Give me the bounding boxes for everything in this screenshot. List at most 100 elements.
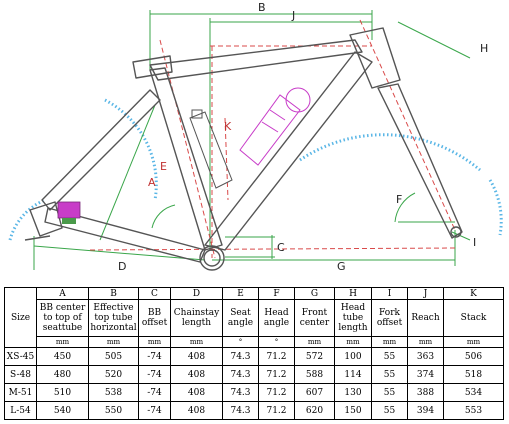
value-cell-D: 408	[170, 347, 223, 366]
value-cell-K: 553	[443, 401, 504, 420]
bottle-gray	[189, 109, 233, 189]
wheel-arcs	[8, 98, 503, 241]
label-J: J	[291, 9, 295, 22]
column-header-line: angle	[263, 318, 290, 328]
bottle-gray-cap	[191, 109, 203, 119]
value-cell-E: 74.3	[222, 365, 259, 384]
column-letter-J: J	[407, 287, 444, 300]
value-cell-I: 55	[371, 383, 408, 402]
value-cell-G: 607	[294, 383, 335, 402]
value-cell-H: 130	[334, 383, 372, 402]
bb-shell-inner	[203, 249, 221, 267]
value-cell-K: 518	[443, 365, 504, 384]
dim-D-line	[33, 245, 206, 261]
value-cell-G: 620	[294, 401, 335, 420]
rear-axle	[24, 235, 51, 241]
value-cell-E: 74.3	[222, 347, 259, 366]
bb-shell	[199, 245, 225, 271]
dim-H-line	[397, 21, 471, 59]
column-header-line: length	[181, 318, 212, 328]
dim-K-inner	[224, 117, 229, 201]
value-cell-I: 55	[371, 347, 408, 366]
column-header-line: length	[338, 323, 368, 333]
column-header-line: to top of	[43, 313, 82, 323]
column-letter-I: I	[371, 287, 408, 300]
value-cell-C: -74	[138, 365, 171, 384]
dimension-labels: B J K A E F H I D C G	[118, 1, 488, 273]
column-header-line: Front	[301, 308, 328, 318]
value-cell-K: 506	[443, 347, 504, 366]
value-cell-C: -74	[138, 383, 171, 402]
label-F: F	[396, 193, 402, 206]
column-header-line: center	[299, 318, 330, 328]
column-unit-B: mm	[88, 336, 139, 348]
value-cell-C: -74	[138, 401, 171, 420]
column-header-line: Fork	[379, 308, 400, 318]
seat-axis	[159, 39, 216, 259]
value-cell-H: 150	[334, 401, 372, 420]
column-letter-E: E	[222, 287, 259, 300]
column-header-line: angle	[227, 318, 254, 328]
value-cell-B: 520	[88, 365, 139, 384]
value-cell-J: 394	[407, 401, 444, 420]
front-wheel-arc	[299, 133, 481, 172]
value-cell-F: 71.2	[258, 383, 295, 402]
column-header-line: Stack	[460, 313, 487, 323]
column-letter-F: F	[258, 287, 295, 300]
front-axle	[450, 226, 462, 238]
label-C: C	[277, 241, 285, 254]
value-cell-A: 480	[36, 365, 89, 384]
value-cell-H: 114	[334, 365, 372, 384]
column-header-line: seattube	[42, 323, 83, 333]
label-B: B	[258, 1, 266, 14]
dim-A-line	[99, 104, 156, 241]
caliper-body	[57, 201, 81, 219]
value-cell-G: 572	[294, 347, 335, 366]
column-unit-I: mm	[371, 336, 408, 348]
value-cell-F: 71.2	[258, 347, 295, 366]
size-cell: L-54	[4, 401, 37, 420]
value-cell-D: 408	[170, 365, 223, 384]
value-cell-F: 71.2	[258, 365, 295, 384]
column-letter-K: K	[443, 287, 504, 300]
column-letter-G: G	[294, 287, 335, 300]
value-cell-B: 505	[88, 347, 139, 366]
dim-F-arc	[394, 192, 416, 223]
column-unit-G: mm	[294, 336, 335, 348]
column-header-line: BB center	[39, 303, 86, 313]
label-H: H	[480, 42, 488, 55]
value-cell-B: 538	[88, 383, 139, 402]
column-header-line: Effective	[93, 303, 134, 313]
column-header-line: Head	[264, 308, 289, 318]
size-cell: M-51	[4, 383, 37, 402]
column-unit-H: mm	[334, 336, 372, 348]
value-cell-K: 534	[443, 383, 504, 402]
value-cell-D: 408	[170, 401, 223, 420]
frame-geometry-svg: B J K A E F H I D C G	[8, 1, 503, 273]
column-header-line: Head	[340, 303, 366, 313]
value-cell-A: 540	[36, 401, 89, 420]
column-header-line: top tube	[94, 313, 133, 323]
column-header-line: Seat	[230, 308, 251, 318]
label-A: A	[148, 176, 156, 189]
label-K: K	[224, 120, 232, 133]
column-unit-F: °	[258, 336, 295, 348]
size-cell: XS-45	[4, 347, 37, 366]
rear-wheel-arc-left	[8, 198, 46, 241]
fork	[377, 83, 463, 239]
bottle-magenta-cap	[285, 87, 311, 113]
column-unit-J: mm	[407, 336, 444, 348]
dim-I-line	[451, 231, 471, 241]
value-cell-A: 450	[36, 347, 89, 366]
